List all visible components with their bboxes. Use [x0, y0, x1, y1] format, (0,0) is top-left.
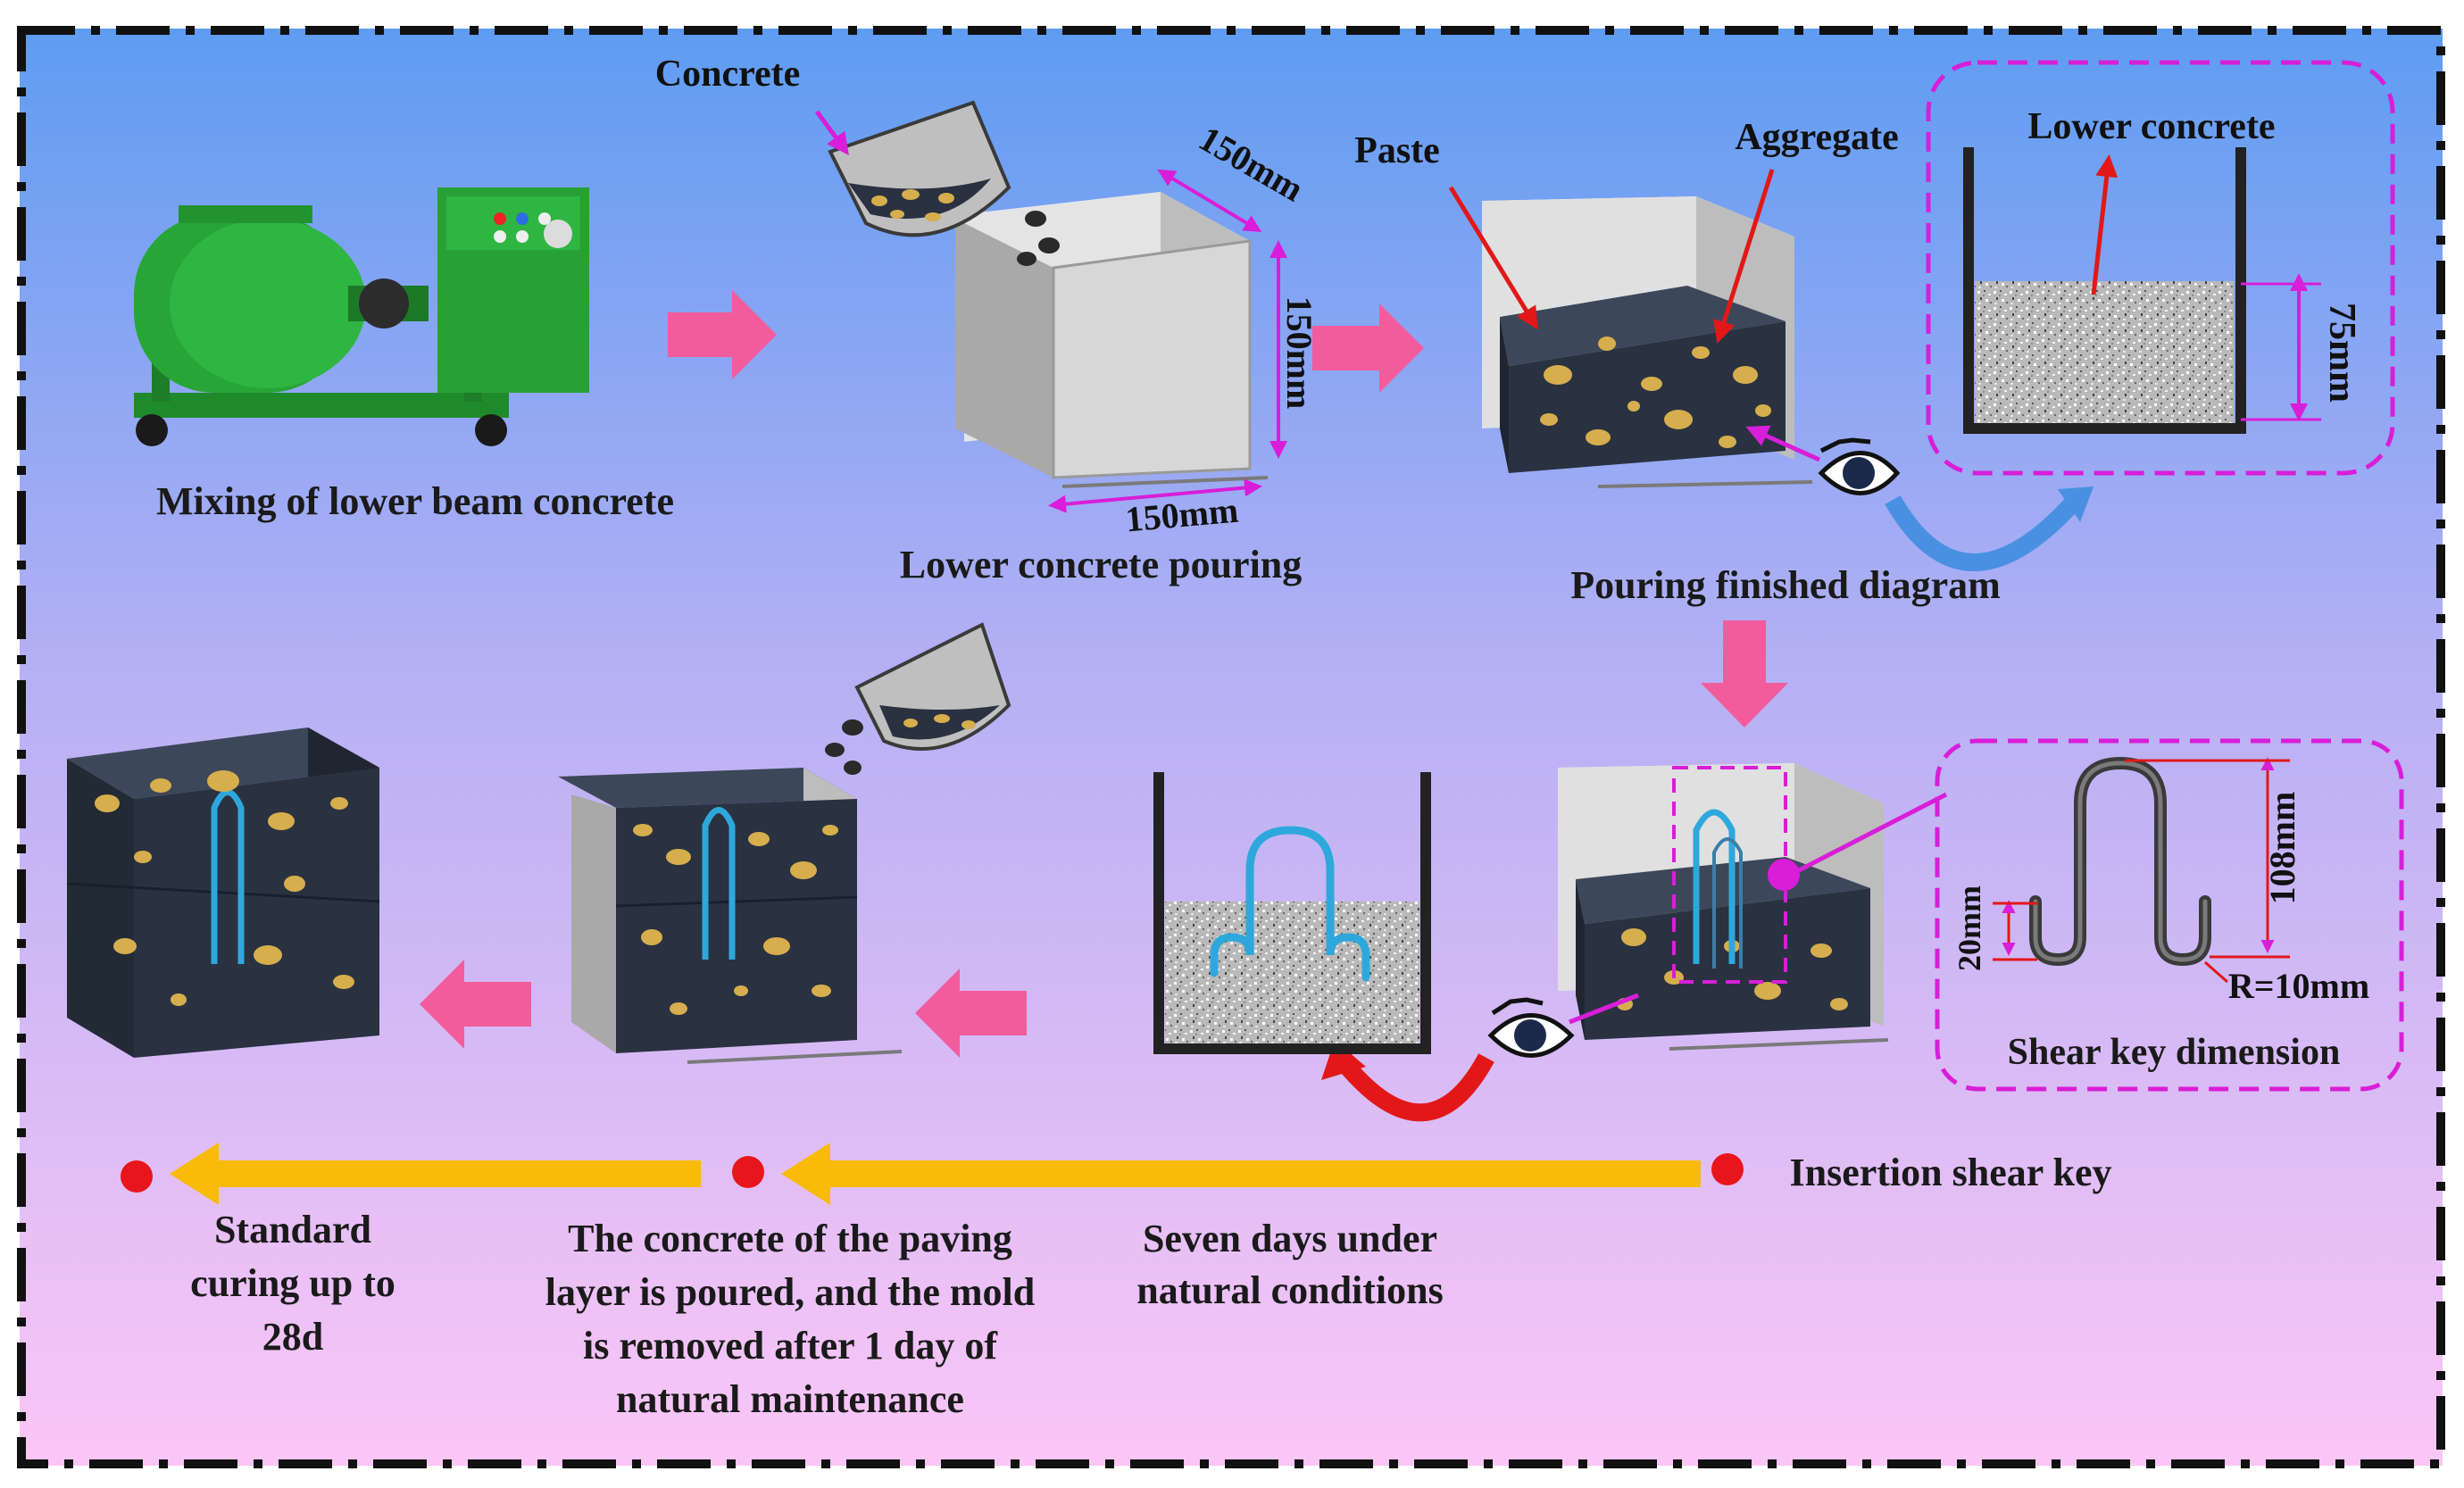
flow-arrow-4 [420, 960, 531, 1049]
key-radius-pointer [2204, 960, 2228, 984]
empty-mold [955, 192, 1269, 488]
shear-key-detail-box [1935, 738, 2404, 1092]
paving-layer-label-line3: is removed after 1 day of [583, 1324, 998, 1367]
lower-height-dimension: 75mm [2321, 303, 2362, 403]
shear-key-connector [1797, 792, 1948, 873]
aggregate-label: Aggregate [1735, 117, 1898, 158]
mold-bottom-dimension: 150mm [1124, 490, 1240, 540]
standard-curing-label-line3: 28d [262, 1315, 323, 1359]
paste-pointer [1448, 186, 1538, 330]
lower-pouring-label: Lower concrete pouring [900, 543, 1303, 586]
mixing-label: Mixing of lower beam concrete [156, 479, 674, 523]
dashed-frame [17, 26, 2445, 1468]
lower-concrete-detail-box [1926, 60, 2395, 476]
eye-icon-2 [1487, 997, 1575, 1058]
flow-arrow-1 [668, 290, 777, 379]
shear-key-dimension-label: Shear key dimension [2008, 1032, 2341, 1073]
concrete-label: Concrete [655, 54, 800, 95]
red-curve-arrow [1336, 1053, 1494, 1122]
timeline-bar-right [826, 1160, 1701, 1187]
flow-arrow-2 [1312, 303, 1424, 393]
key-hook-dimension: 20mm [1952, 885, 1987, 971]
aggregate-pointer [1713, 169, 1775, 344]
timeline-arrowhead-right [781, 1143, 830, 1205]
section-with-shear-key [1153, 772, 1431, 1054]
standard-curing-label-line1: Standard [214, 1208, 371, 1251]
standard-curing-label-line2: curing up to [190, 1261, 395, 1305]
paving-layer-label-line1: The concrete of the paving [568, 1217, 1012, 1260]
timeline-arrowhead-left [170, 1143, 219, 1205]
concrete-pointer [814, 110, 849, 156]
key-height-dimension: 108mm [2262, 792, 2302, 905]
flow-arrow-3 [915, 968, 1027, 1058]
formwork-with-paving-layer [558, 768, 903, 1064]
mold-with-shear-key [1558, 763, 1889, 1051]
lower-concrete-pointer [2091, 154, 2119, 295]
view-pointer [1745, 425, 1821, 462]
pouring-bucket-2 [825, 622, 1011, 775]
seven-days-label-line2: natural conditions [1136, 1268, 1444, 1312]
pouring-finished-label: Pouring finished diagram [1570, 563, 2001, 607]
paving-layer-label-line4: natural maintenance [616, 1377, 964, 1421]
timeline-dot-insertion [1711, 1153, 1744, 1185]
shear-key-shape-inner [2033, 761, 2208, 962]
lower-concrete-section [1963, 147, 2246, 434]
timeline-dot-curing [121, 1160, 153, 1193]
pouring-bucket [828, 100, 1060, 266]
key-radius-dimension: R=10mm [2228, 966, 2369, 1006]
insertion-shear-key-label: Insertion shear key [1790, 1151, 2112, 1194]
eye-icon [1818, 437, 1901, 495]
finished-specimen [66, 727, 380, 1058]
flow-arrow-down [1701, 620, 1788, 727]
view-curve-arrow [1885, 494, 2083, 571]
lower-concrete-label: Lower concrete [2027, 106, 2275, 147]
mold-side-dimension: 150mm [1279, 296, 1319, 410]
concrete-mixer [134, 187, 589, 446]
timeline-dot-paving [732, 1156, 764, 1188]
view-pointer-2 [1569, 993, 1639, 1025]
mold-dimension-lines [1048, 169, 1287, 513]
paving-layer-label-line2: layer is poured, and the mold [545, 1270, 1035, 1314]
poured-mold [1482, 196, 1813, 488]
paste-label: Paste [1354, 130, 1440, 171]
seven-days-label-line1: Seven days under [1143, 1217, 1437, 1260]
view-curve-arrowhead [2058, 486, 2094, 522]
shear-key-marker [1768, 859, 1800, 891]
timeline-bar-left [214, 1160, 701, 1187]
